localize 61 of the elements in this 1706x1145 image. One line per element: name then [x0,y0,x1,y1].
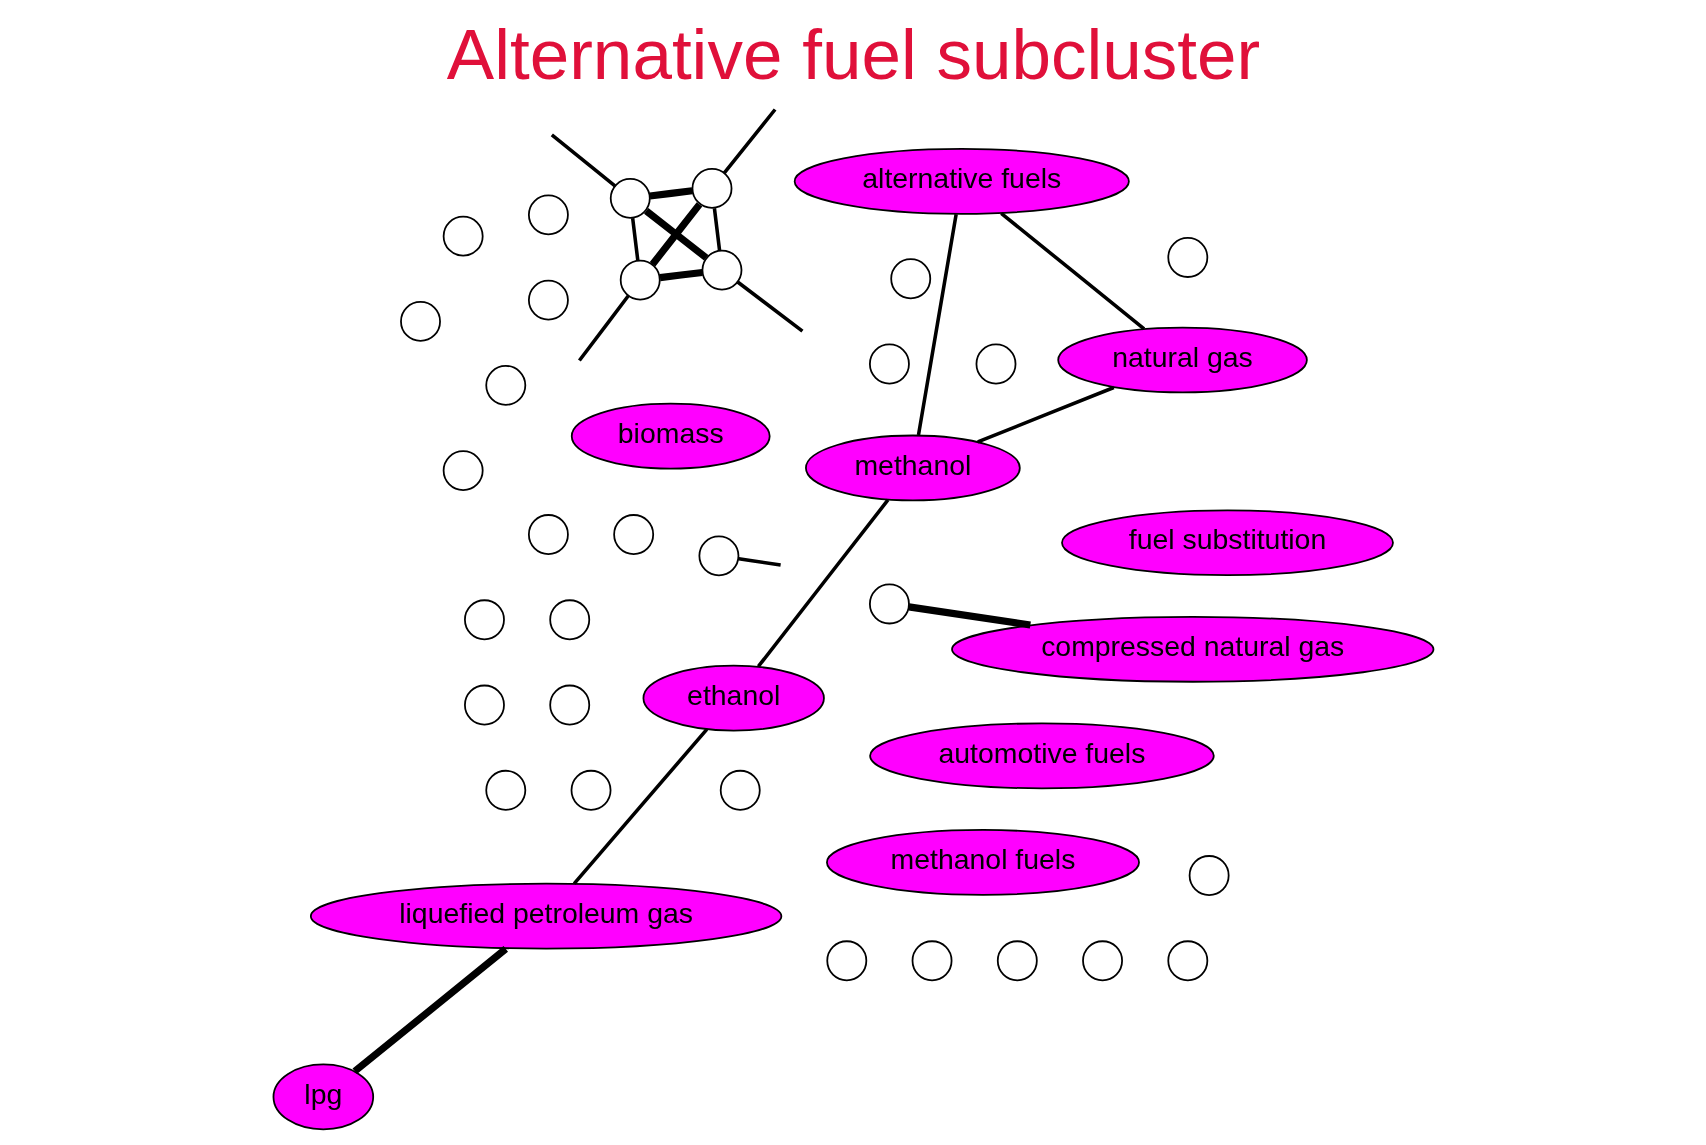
node-circle [609,177,651,219]
node-ellipse: biomass [570,402,771,470]
node-circle [484,364,526,406]
node-circle [996,940,1038,982]
node-circle [463,684,505,726]
node-ellipse: natural gas [1056,326,1308,394]
node-ellipse: fuel substitution [1060,509,1394,577]
connector [572,728,708,885]
connector [999,211,1145,331]
node-circle [1166,237,1208,278]
node-circle [1166,940,1208,982]
connector [907,603,1031,629]
node-circle [399,300,441,342]
node-ellipse: automotive fuels [868,722,1215,790]
node-circle [619,259,661,301]
node-circle [612,514,654,555]
node-circle [911,940,952,982]
node-circle [701,249,742,291]
node-ellipse: methanol fuels [825,829,1140,896]
node-circle [975,343,1016,385]
node-circle [484,769,526,811]
diagram-title: Alternative fuel subcluster [446,15,1260,95]
connector [916,214,958,436]
node-circle [548,599,590,641]
connector [712,207,721,251]
node-ellipse: liquefied petroleum gas [309,882,782,950]
node-ellipse: lpg [272,1063,374,1131]
node-circle [442,450,484,491]
connector [649,202,702,267]
connector [630,217,640,261]
node-circle [868,343,910,385]
connector [756,498,889,668]
connector [550,133,616,188]
node-circle [527,194,569,236]
node-ellipse: methanol [804,434,1021,502]
node-circle [698,535,739,577]
node-ellipse: ethanol [642,664,825,732]
connector [738,557,781,567]
node-circle [527,514,569,555]
node-circle [825,940,867,982]
connector [643,208,708,261]
connector [352,946,508,1075]
connector [659,268,703,282]
node-ellipse: compressed natural gas [950,615,1434,683]
connector [648,187,693,200]
connector [736,280,803,333]
node-circle [527,279,569,321]
node-circle [548,684,590,726]
node-circle [691,167,732,209]
node-circle [570,769,611,811]
connector [976,385,1114,444]
connector [722,108,776,175]
node-circle [442,215,484,257]
node-circle [889,258,931,300]
node-circle [719,769,761,811]
node-circle [868,583,910,625]
node-circle [1188,855,1230,896]
connector [577,294,630,362]
node-circle [1081,940,1123,982]
node-ellipse: alternative fuels [793,148,1130,215]
node-circle [463,599,505,641]
